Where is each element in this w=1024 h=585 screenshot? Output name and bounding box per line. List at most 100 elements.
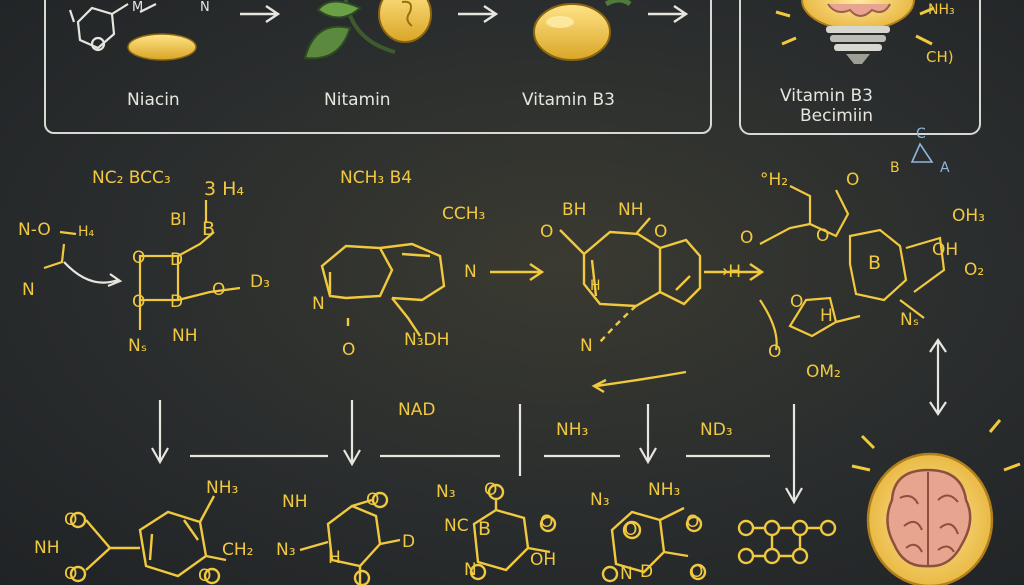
top-pathway-panel [44,0,712,134]
atom-o-ring: O [342,340,356,360]
label-nd3: ND₃ [700,420,733,440]
bulb-panel-frame [739,0,981,135]
b-atom-n: N [464,560,477,580]
b-atom-o-6: O [540,512,554,532]
formula-nc2-bcc3: NC₂ BCC₃ [92,168,171,188]
atom-o-7: O [740,228,754,248]
atom-d-1: D [170,250,184,270]
atom-h2: °H₂ [760,170,789,190]
bottom-structure-3 [469,483,557,581]
b-atom-o-2: O [64,564,78,584]
atom-o-4: O [540,222,554,242]
bulb-note-ch: CH) [926,48,954,66]
b-atom-d-2: D [640,562,654,582]
arrow-2 [458,5,499,23]
atom-om2: OM₂ [806,362,841,382]
arrow-label-n-1: N [464,262,477,282]
capsule-icon [127,33,197,61]
label-nitamin: Nitamin [324,90,391,110]
atom-bh: BH [562,200,587,220]
b-atom-o-9: O [690,562,704,582]
atom-d3: D₃ [250,272,270,292]
b-atom-h: H [328,548,341,568]
atom-h-ring: H [590,278,601,294]
atom-n-left: N [22,280,35,300]
bulb-label-becimiin: Becimiin [800,106,873,126]
bottom-structure-2 [299,491,401,585]
atom-oh: OH [932,240,959,260]
b-atom-ch2: CH₂ [222,540,254,560]
bottom-structure-5 [737,519,837,565]
label-niacin: Niacin [127,90,180,110]
atom-o-2: O [132,292,146,312]
corner-mark-b: B [890,160,900,176]
atom-ns: Nₛ [128,336,148,356]
mid-structure-3 [490,217,765,394]
atom-o2: O₂ [964,260,985,280]
seedling-icon [303,0,396,60]
atom-o-9: O [790,292,804,312]
atom-b-2: B [868,252,882,274]
b-atom-n-2: N [620,564,633,584]
mid-structure-1 [43,200,241,330]
atom-o-5: O [654,222,668,242]
atom-bl: Bl [170,210,187,230]
atom-o-10: O [768,342,782,362]
arrow-1 [240,5,281,23]
abc-triangle-icon [910,142,934,163]
b-atom-nh3: NH₃ [206,478,239,498]
b-atom-o-8: O [686,512,700,532]
b-atom-o-7: O [624,520,638,540]
coin-icon [378,0,432,43]
b-atom-d: D [402,532,416,552]
atom-o-8: O [816,226,830,246]
formula-cch3: CCH₃ [442,204,486,224]
molecule-mark-m: M [132,0,144,15]
atom-d-2: D [170,292,184,312]
atom-n-3: N [580,336,593,356]
bottom-separators [151,400,803,505]
b-atom-b: B [478,518,492,540]
atom-n3dh: N₃DH [404,330,450,350]
b-atom-nh: NH [34,538,60,558]
mid-structure-2 [320,242,446,337]
b-atom-n3: N₃ [276,540,296,560]
bulb-note-nh3: NH₃ [928,2,955,18]
b-atom-o-1: O [64,510,78,530]
b-atom-nc: NC [444,516,469,536]
atom-nh-2: NH [618,200,644,220]
b-atom-nh3-2: NH₃ [648,480,681,500]
label-nh3: NH₃ [556,420,589,440]
atom-h-2: H [820,306,833,326]
atom-oh3: OH₃ [952,206,985,226]
b-atom-nh-2: NH [282,492,308,512]
b-atom-o-4: O [366,490,380,510]
arrow-3 [648,5,689,23]
atom-o-1: O [132,248,146,268]
atom-o-6: O [846,170,860,190]
b-atom-n3-3: N₃ [590,490,610,510]
label-nad: NAD [398,400,436,420]
atom-b: B [202,218,216,240]
b-atom-o-5: O [484,480,498,500]
formula-3h4: 3 H₄ [204,178,245,200]
atom-o-3: O [212,280,226,300]
b-atom-o-3: O [198,566,212,585]
label-vitamin-b3: Vitamin B3 [522,90,616,110]
atom-ns-2: Nₛ [900,310,920,330]
b-atom-oh: OH [530,550,557,570]
niacin-molecule-icon [68,3,157,52]
corner-mark-a: A [940,160,950,176]
b-atom-n3-2: N₃ [436,482,456,502]
atom-n-o: N-O [18,220,51,240]
arrow-label-h: →H [714,262,742,282]
bottom-structure-1 [69,495,227,585]
mid-structure-4 [759,185,947,416]
molecule-mark-n: N [200,0,210,15]
bottom-structure-4 [601,506,707,583]
atom-h4: H₄ [78,224,95,240]
atom-nh: NH [172,326,198,346]
atom-n-ring: N [312,294,325,314]
